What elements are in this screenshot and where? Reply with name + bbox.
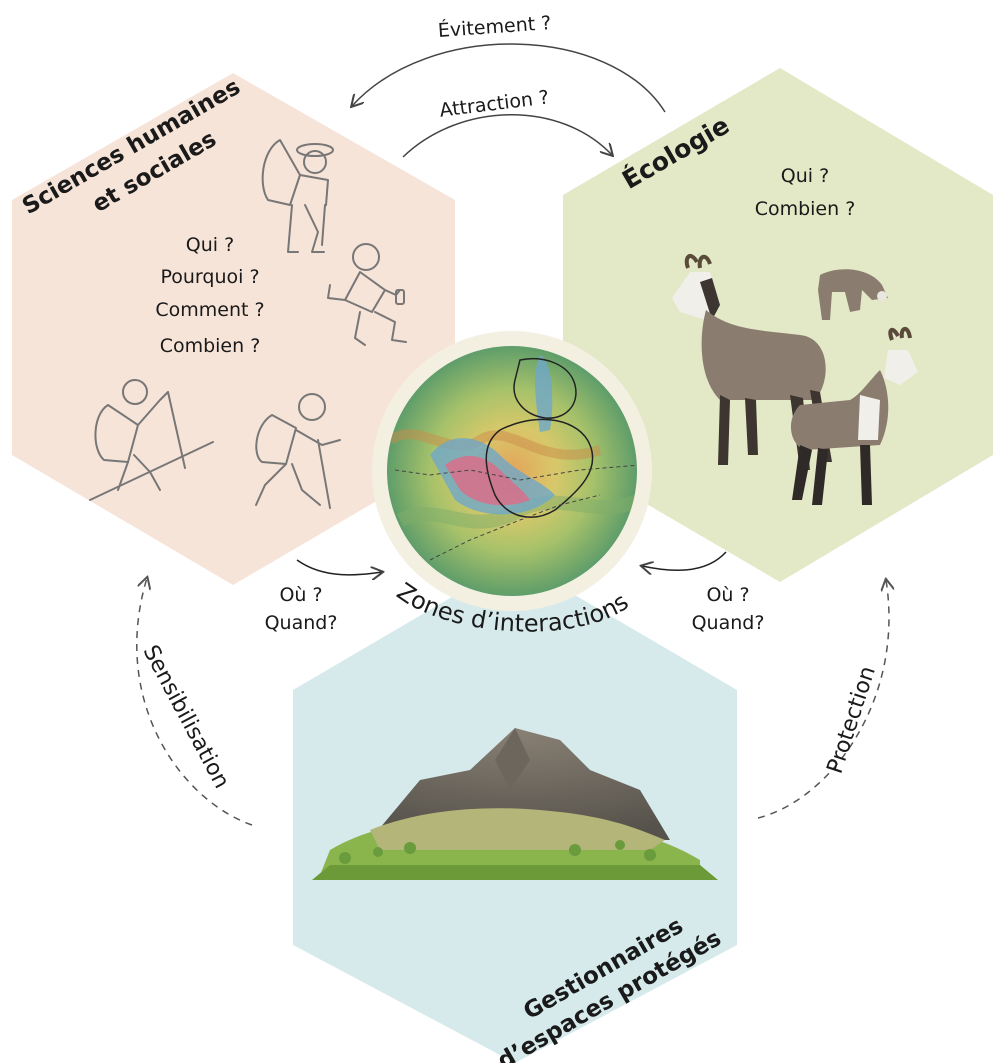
- ecology-to-center-arrow: [642, 551, 727, 570]
- chamois-grazing-icon: [818, 269, 888, 320]
- protection-label: Protection: [823, 663, 881, 777]
- ecology-question-howmuch: Combien ?: [755, 198, 856, 220]
- hiker-icon: [261, 139, 334, 253]
- social-question-howmuch: Combien ?: [160, 335, 261, 357]
- social-question-how: Comment ?: [155, 299, 264, 321]
- social-to-center-arrow: [296, 559, 382, 575]
- protection-arrow: [757, 580, 889, 819]
- ecology-where: Où ?: [706, 584, 749, 606]
- ecology-question-who: Qui ?: [781, 165, 829, 187]
- ecology-when: Quand?: [692, 612, 765, 634]
- sensibilisation-arrow: [136, 578, 253, 826]
- interaction-zones-map: [372, 331, 652, 611]
- mountain-icon: [312, 728, 718, 880]
- trekker-icon: [255, 393, 341, 509]
- attraction-arrow: [402, 114, 612, 158]
- hex-ecology: [563, 68, 993, 582]
- hex-social-sciences: [12, 73, 455, 585]
- social-when: Quand?: [265, 612, 338, 634]
- social-question-who: Qui ?: [186, 234, 234, 256]
- skier-icon: [89, 379, 214, 501]
- social-where: Où ?: [279, 584, 322, 606]
- chamois-standing-icon: [790, 327, 918, 505]
- social-question-why: Pourquoi ?: [160, 266, 259, 288]
- evitement-arrow: [352, 43, 666, 113]
- climber-icon: [327, 243, 407, 346]
- sensibilisation-label: Sensibilisation: [138, 641, 234, 793]
- evitement-label: Évitement ?: [437, 11, 552, 42]
